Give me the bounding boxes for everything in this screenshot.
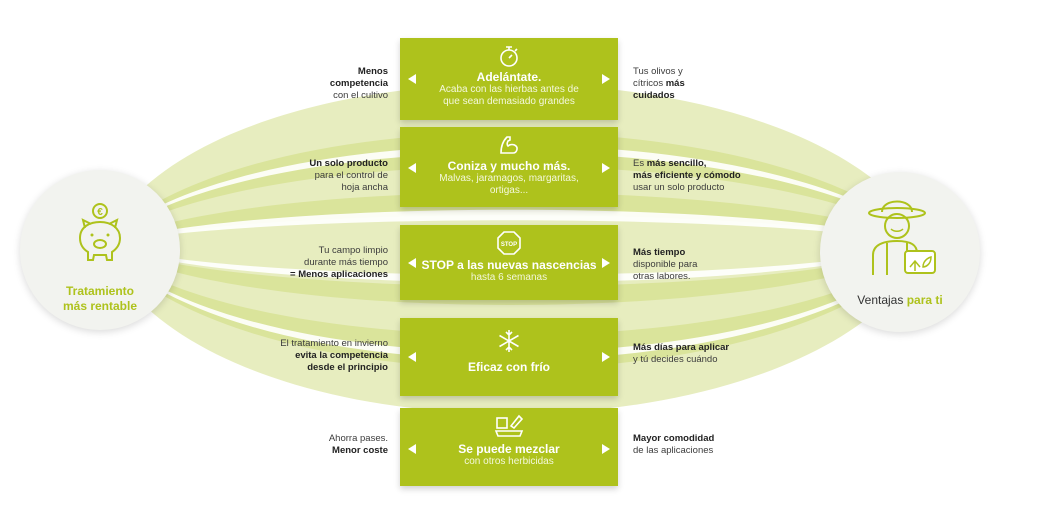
left-arrow-icon: [408, 352, 416, 362]
row-4-band: Eficaz con frío: [400, 318, 618, 396]
row-5-title: Se puede mezclar: [458, 442, 560, 456]
row-3-band: STOP STOP a las nuevas nascencias hasta …: [400, 225, 618, 300]
lens-stripe-2: [100, 192, 930, 245]
row-5-band: Se puede mezclar con otros herbicidas: [400, 408, 618, 486]
lens-white-gap-3: [100, 245, 930, 283]
row-3-subtitle-1: hasta 6 semanas: [470, 272, 548, 283]
left-arrow-icon: [408, 258, 416, 268]
row-2-band: Coniza y mucho más. Malvas, jaramagos, m…: [400, 127, 618, 207]
farmer-icon: [868, 200, 936, 275]
left-arrow-icon: [408, 74, 416, 84]
row-2-subtitle-2: ortigas...: [489, 185, 529, 196]
row-5-subtitle-1: con otros herbicidas: [464, 456, 554, 467]
piggy-bank-euro-icon: €: [78, 203, 122, 261]
row-3-title: STOP a las nuevas nascencias: [421, 258, 597, 272]
row-2-title: Coniza y mucho más.: [447, 159, 571, 173]
mixing-containers-icon: [494, 414, 524, 437]
row-1-title: Adelántate.: [476, 70, 542, 84]
lens-white-gap-2: [100, 209, 930, 245]
row-4-title: Eficaz con frío: [467, 360, 550, 374]
left-arrow-icon: [408, 163, 416, 173]
row-1-subtitle-1: Acaba con las hierbas antes de: [439, 84, 579, 95]
right-circle: [820, 172, 980, 332]
right-arrow-icon: [602, 352, 610, 362]
flexed-arm-icon: [500, 136, 518, 154]
lens-stripe-3: [100, 245, 930, 305]
svg-text:STOP: STOP: [501, 242, 517, 248]
row-2-subtitle-1: Malvas, jaramagos, margaritas,: [439, 173, 579, 184]
right-arrow-icon: [602, 444, 610, 454]
left-arrow-icon: [408, 444, 416, 454]
row-1-subtitle-2: que sean demasiado grandes: [443, 96, 575, 107]
row-1-band: Adelántate. Acaba con las hierbas antes …: [400, 38, 618, 120]
left-circle: [20, 170, 180, 330]
svg-text:€: €: [97, 207, 103, 218]
lens-stripe-1: [100, 132, 930, 245]
right-arrow-icon: [602, 258, 610, 268]
stop-sign-icon: STOP: [497, 231, 521, 255]
right-arrow-icon: [602, 163, 610, 173]
snowflake-icon: [499, 330, 519, 352]
stopwatch-icon: [500, 46, 518, 67]
row-5-left-text: Ahorra pases.Menor coste: [328, 433, 388, 456]
right-circle-label: Ventajas para ti: [857, 293, 943, 307]
right-arrow-icon: [602, 74, 610, 84]
